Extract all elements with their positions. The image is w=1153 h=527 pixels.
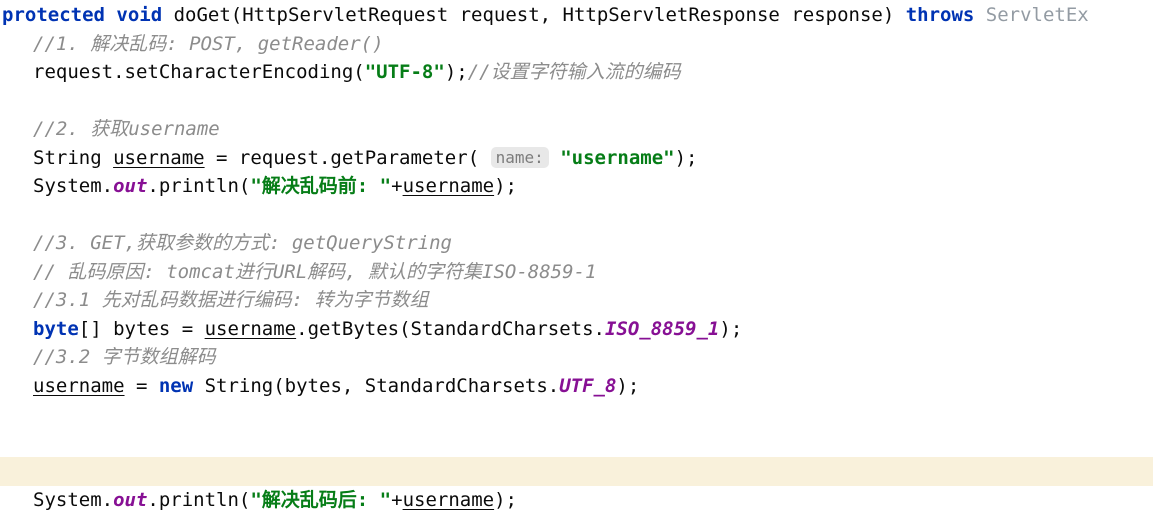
code-area[interactable]: protected void doGet(HttpServletRequest … [0,1,1153,514]
code-token-plain: String [33,146,114,169]
code-token-plain: [] bytes = [78,317,205,340]
code-token-kw: void [116,4,163,26]
code-token-plain: String(bytes, StandardCharsets. [193,374,560,397]
code-token-und: username [113,146,205,169]
code-token-str: "解决乱码前: " [250,175,392,197]
code-token-comment: // 乱码原因: tomcat进行URL解码, 默认的字符集ISO-8859-1 [33,260,597,283]
code-token-plain: ); [444,61,468,83]
code-token-comment: //3.2 字节数组解码 [33,346,216,368]
code-token-plain: System. [33,488,114,511]
code-line[interactable]: //2. 获取username [0,115,1153,144]
code-token-plain: + [391,488,403,511]
code-line[interactable]: //3.1 先对乱码数据进行编码: 转为字节数组 [0,286,1153,315]
code-line[interactable] [0,400,1153,429]
code-token-und: username [33,374,125,397]
code-token-comment: //设置字符输入流的编码 [467,61,681,83]
code-line[interactable]: String username = request.getParameter( … [0,144,1153,173]
code-token-und: username [204,317,297,340]
code-line[interactable]: request.setCharacterEncoding("UTF-8");//… [0,58,1153,87]
code-token-plain [105,4,116,26]
code-line[interactable]: // 乱码原因: tomcat进行URL解码, 默认的字符集ISO-8859-1 [0,258,1153,287]
code-line[interactable]: //3. GET,获取参数的方式: getQueryString [0,229,1153,258]
code-token-plain: request.setCharacterEncoding( [33,61,365,83]
code-token-plain: = [124,374,159,397]
parameter-name-hint: name: [490,146,549,168]
code-token-plain: ); [674,146,698,169]
code-token-kw: throws [905,4,975,26]
code-token-member: out [113,488,148,511]
code-line-caret[interactable] [0,457,1153,486]
code-token-comment: //1. 解决乱码: POST, getReader() [33,32,384,55]
code-token-plain: ); [494,175,517,197]
code-token-plain: = request.getParameter( [204,146,491,169]
code-token-plain: ); [494,488,517,511]
code-line[interactable] [0,87,1153,116]
code-token-plain: .println( [147,488,251,511]
code-token-plain: .getBytes(StandardCharsets. [296,317,605,340]
code-line[interactable]: //3.2 字节数组解码 [0,343,1153,372]
code-token-str: "解决乱码后: " [250,488,392,511]
code-token-str: "username" [560,146,675,169]
code-line[interactable]: System.out.println("解决乱码前: "+username); [0,172,1153,201]
code-token-comment: //3.1 先对乱码数据进行编码: 转为字节数组 [33,289,429,311]
code-token-const: ISO_8859_1 [604,317,720,340]
code-token-kw: new [158,374,194,397]
code-token-kw: protected [2,4,105,26]
code-token-comment: //3. GET,获取参数的方式: getQueryString [33,232,452,254]
code-line[interactable]: byte[] bytes = username.getBytes(Standar… [0,315,1153,344]
code-line[interactable]: username = new String(bytes, StandardCha… [0,372,1153,401]
code-token-dim: ServletEx [974,4,1089,26]
code-token-plain: ); [719,317,743,340]
code-token-str: "UTF-8" [364,61,445,83]
code-token-plain: System. [33,175,114,197]
code-line[interactable]: System.out.println("解决乱码后: "+username); [0,486,1153,515]
code-token-const: UTF_8 [559,374,617,397]
code-token-kw: byte [33,317,79,340]
code-token-plain: doGet(HttpServletRequest request, HttpSe… [162,4,906,26]
code-token-und: username [402,175,495,197]
code-token-member: out [113,175,148,197]
code-line[interactable]: protected void doGet(HttpServletRequest … [0,1,1153,30]
code-token-plain: .println( [147,175,251,197]
code-line[interactable] [0,429,1153,458]
code-token-und: username [402,488,495,511]
code-line[interactable] [0,201,1153,230]
code-token-plain: + [391,175,403,197]
code-token-plain [549,147,560,169]
code-line[interactable]: //1. 解决乱码: POST, getReader() [0,30,1153,59]
code-token-comment: //2. 获取username [33,118,220,140]
code-token-plain: ); [616,374,640,397]
